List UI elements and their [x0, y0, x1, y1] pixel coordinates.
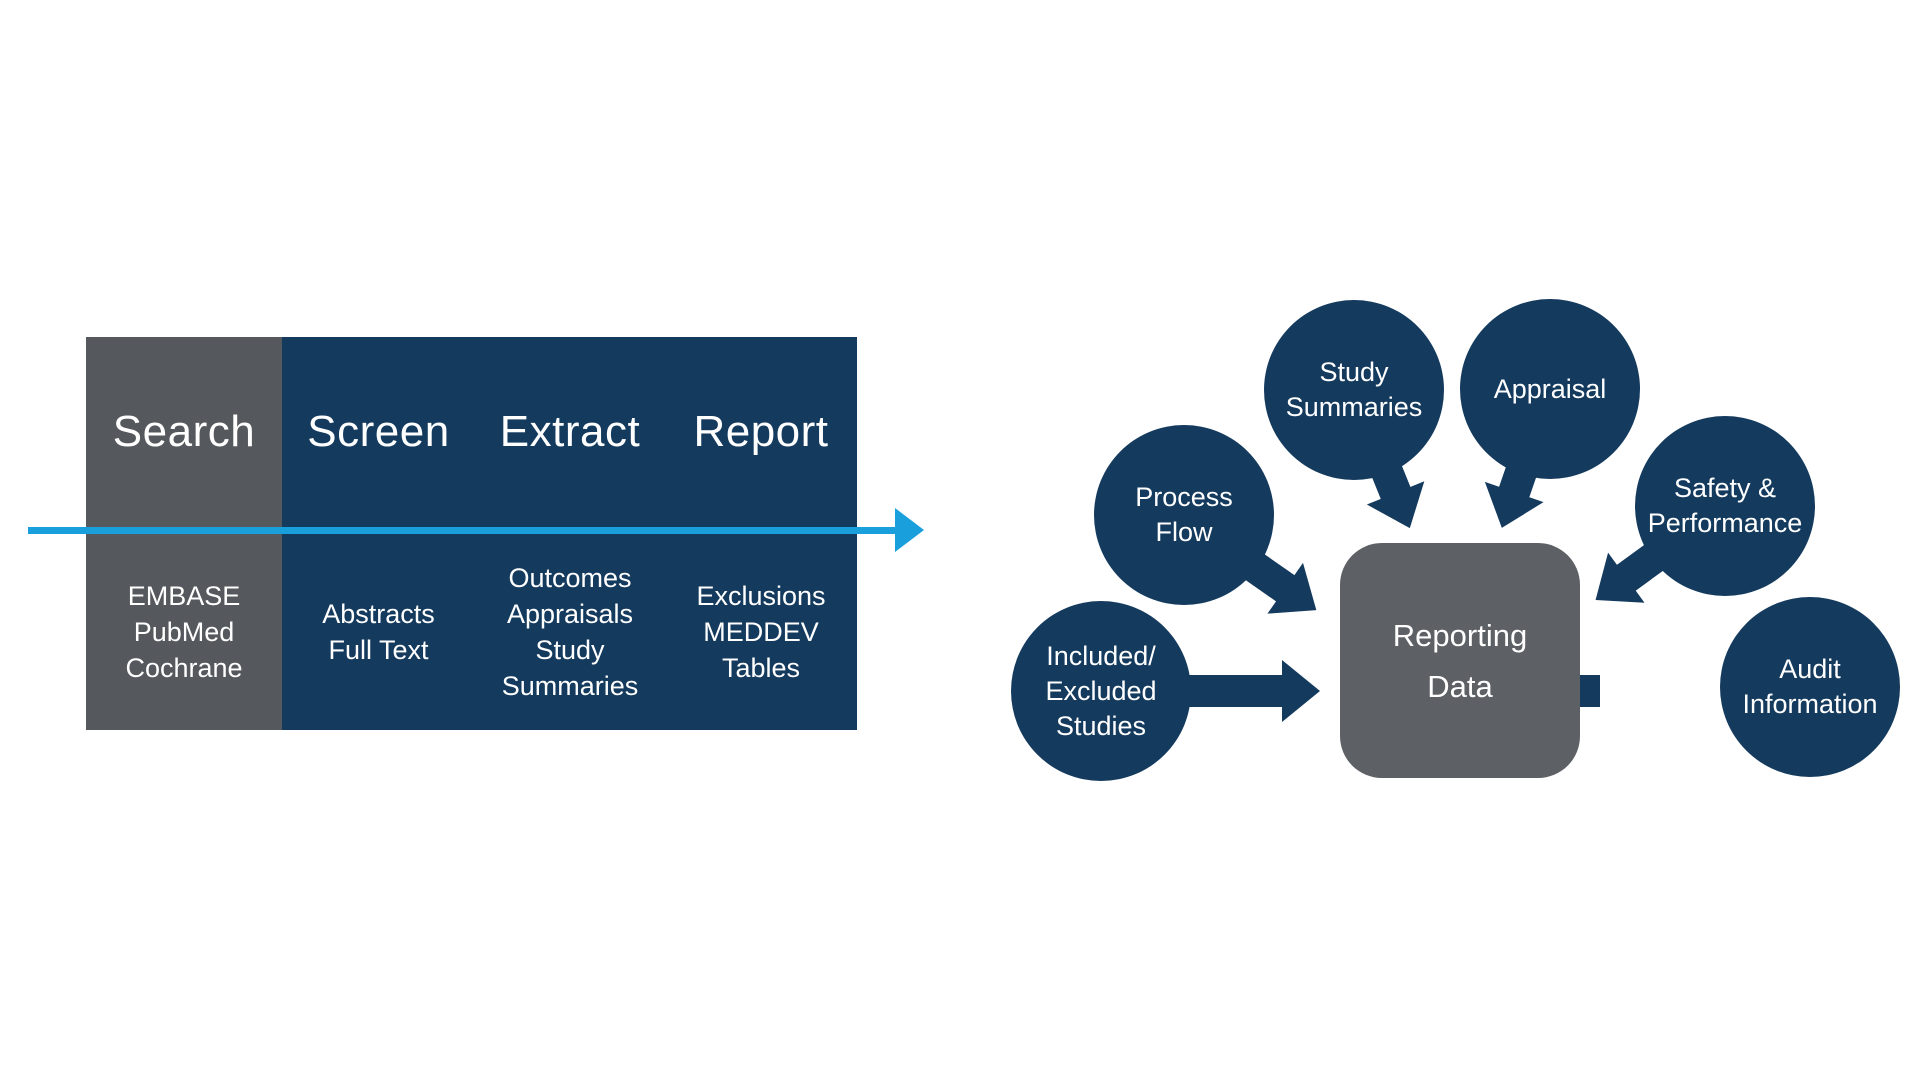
column-item: Study — [535, 635, 605, 665]
column-items-screen: Abstracts Full Text — [282, 534, 475, 730]
column-item: Full Text — [328, 635, 429, 665]
column-items-extract: Outcomes Appraisals Study Summaries — [475, 534, 665, 730]
column-header-report: Report — [693, 407, 829, 456]
node-audit-information: Audit Information — [1720, 597, 1900, 777]
node-appraisal: Appraisal — [1460, 299, 1640, 479]
column-item: EMBASE — [127, 581, 241, 611]
table-column-extract: Extract Outcomes Appraisals Study Summar… — [475, 337, 665, 730]
column-items-report: Exclusions MEDDEV Tables — [665, 534, 857, 730]
node-included-excluded-studies: Included/ Excluded Studies — [1011, 601, 1191, 781]
timeline-arrow-line — [28, 527, 895, 534]
timeline-arrow-head-icon — [895, 508, 924, 552]
node-study-summaries: Study Summaries — [1264, 300, 1444, 480]
column-item: MEDDEV — [703, 617, 819, 647]
column-item: PubMed — [133, 617, 235, 647]
column-item: Appraisals — [506, 599, 634, 629]
column-header-screen: Screen — [307, 407, 450, 456]
column-item: Outcomes — [508, 563, 632, 593]
column-header-extract: Extract — [499, 407, 641, 456]
column-items-search: EMBASE PubMed Cochrane — [86, 534, 282, 730]
table-column-screen: Screen Abstracts Full Text — [282, 337, 475, 730]
node-process-flow: Process Flow — [1094, 425, 1274, 605]
reporting-data-box: Reporting Data — [1340, 543, 1580, 778]
column-item: Cochrane — [125, 653, 243, 683]
column-item: Summaries — [501, 671, 639, 701]
node-safety-performance: Safety & Performance — [1635, 416, 1815, 596]
table-column-report: Report Exclusions MEDDEV Tables — [665, 337, 857, 730]
column-item: Exclusions — [696, 581, 826, 611]
column-item: Tables — [721, 653, 801, 683]
column-item: Abstracts — [322, 599, 435, 629]
column-header-search: Search — [112, 407, 256, 456]
